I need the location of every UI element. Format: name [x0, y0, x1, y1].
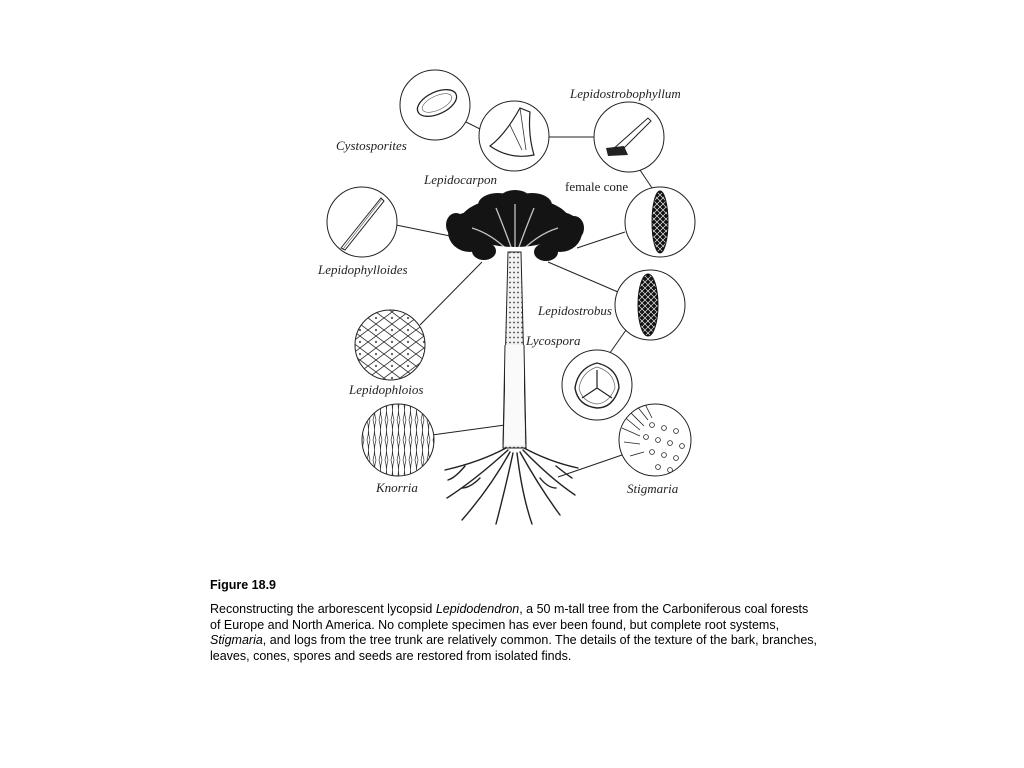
label-cystosporites: Cystosporites: [336, 138, 407, 153]
lycospora-circle: [561, 349, 633, 421]
label-stigmaria: Stigmaria: [627, 481, 679, 496]
tree-roots: [444, 447, 579, 525]
lepidodendron-tree: [444, 190, 584, 525]
lepidophylloides-circle: [326, 186, 398, 258]
label-lepidostrobus: Lepidostrobus: [537, 303, 612, 318]
cystosporites-circle: [399, 69, 471, 141]
label-knorria: Knorria: [375, 480, 418, 495]
caption-body: Reconstructing the arborescent lycopsid …: [210, 602, 820, 664]
lepidostrobus-circle: [614, 269, 686, 341]
caption-text-3: , and logs from the tree trunk are relat…: [210, 633, 818, 663]
lepidophloios-circle: [354, 309, 426, 381]
trunk-lower-bark: [505, 345, 524, 445]
figure-caption: Figure 18.9 Reconstructing the arboresce…: [210, 578, 820, 664]
knorria-circle: [361, 403, 435, 477]
caption-italic-genus: Lepidodendron: [435, 602, 520, 616]
female-cone-circle: [624, 186, 696, 258]
lepidocarpon-circle: [478, 100, 550, 172]
label-female-cone: female cone: [565, 179, 628, 194]
caption-text-1: Reconstructing the arborescent lycopsid: [210, 602, 436, 616]
stigmaria-circle: [618, 403, 692, 477]
label-lycospora: Lycospora: [525, 333, 581, 348]
caption-text-2: , a 50 m-tall tree from the Carboniferou…: [210, 602, 809, 632]
caption-italic-stigmaria: Stigmaria: [210, 633, 263, 647]
caption-title: Figure 18.9: [210, 578, 276, 592]
label-lepidocarpon: Lepidocarpon: [423, 172, 497, 187]
connector-lines: [395, 121, 653, 478]
lepidostrobophyllum-circle: [593, 101, 665, 173]
label-lepidophylloides: Lepidophylloides: [317, 262, 408, 277]
label-lepidophloios: Lepidophloios: [348, 382, 423, 397]
label-lepidostrobophyllum: Lepidostrobophyllum: [569, 86, 681, 101]
lepidodendron-diagram: Cystosporites Lepidocarpon Lepidostrobop…: [317, 69, 696, 525]
